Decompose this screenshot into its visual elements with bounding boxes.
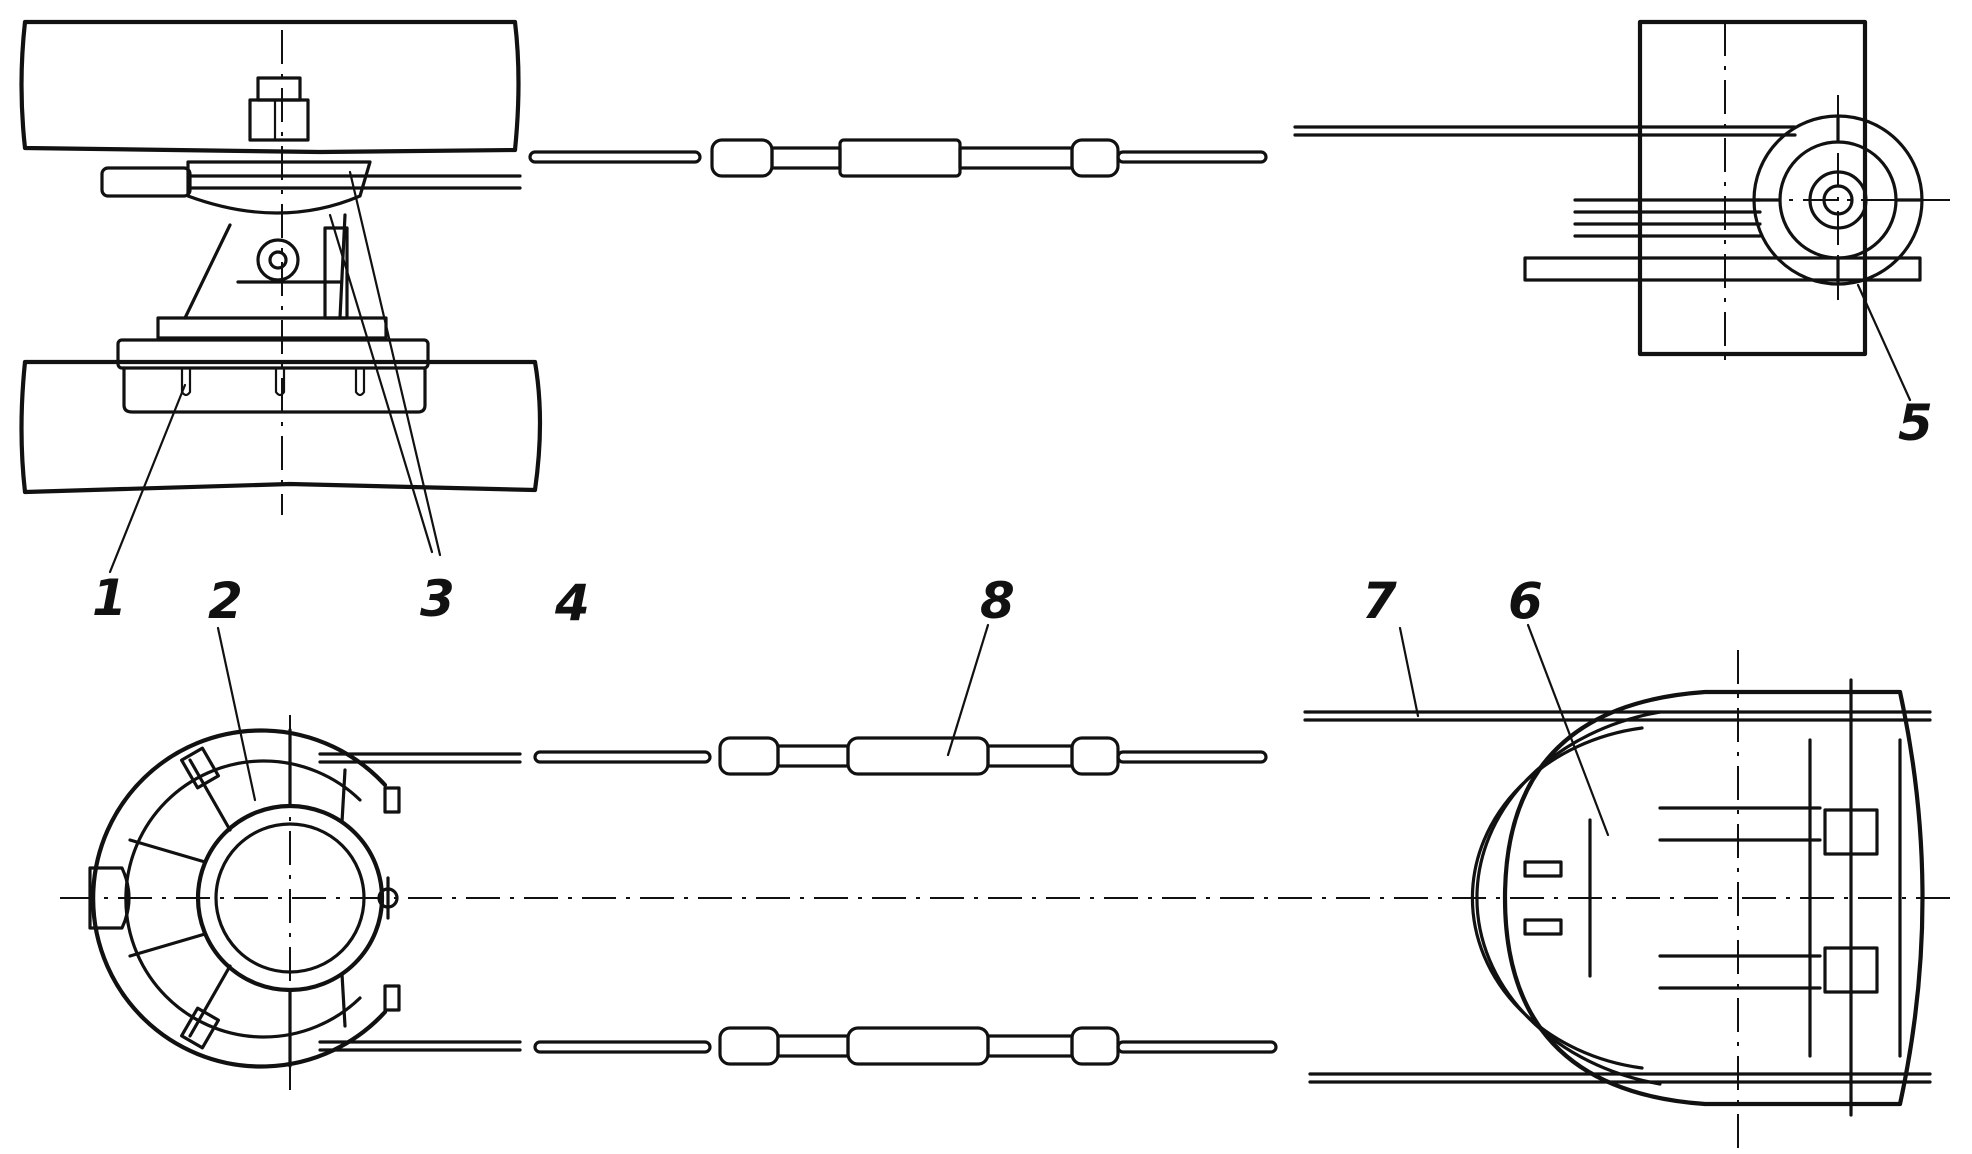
band-lug-1 [1523, 860, 1563, 878]
bottom-right-plan-view [1303, 623, 1932, 1150]
leader-2 [216, 626, 257, 802]
rib-6 [128, 932, 207, 958]
pivot-hub [268, 250, 288, 270]
bottom-turnbuckle-lower [533, 1026, 1278, 1066]
top-nut-body [248, 98, 310, 142]
thread-right [986, 744, 1074, 768]
leader-3 [328, 213, 434, 554]
rod-left [528, 150, 702, 164]
rod-right [1116, 150, 1268, 164]
clamp-fingers [122, 366, 427, 414]
thread-left [776, 1034, 850, 1058]
bottom-turnbuckle-upper [533, 623, 1268, 776]
label-2: 2 [208, 572, 243, 630]
top-left-side-view [19, 19, 543, 574]
turnbuckle-body [846, 1026, 990, 1066]
sleeve-right [1070, 1026, 1120, 1066]
thread-right [986, 1034, 1074, 1058]
band-lug-2 [1523, 918, 1563, 936]
turnbuckle-body [838, 138, 962, 178]
lower-beam [19, 359, 543, 495]
leader-7 [1398, 626, 1420, 718]
deck-plate [1523, 256, 1922, 282]
sleeve-right [1070, 736, 1120, 776]
label-5: 5 [1898, 394, 1933, 452]
leader-5 [1856, 283, 1912, 402]
rod-left [533, 1040, 712, 1054]
base-plate [156, 316, 388, 340]
leader-1 [108, 383, 187, 574]
leader-6 [1526, 623, 1610, 837]
label-4: 4 [554, 574, 590, 632]
band-inner [1470, 726, 1644, 1070]
label-1: 1 [92, 569, 127, 627]
clip-top [383, 786, 401, 814]
thread-right [958, 146, 1074, 170]
label-3: 3 [420, 570, 455, 628]
tab-bottom-left [180, 1006, 220, 1050]
clamp-slot-2 [274, 366, 286, 397]
pivot-roller [256, 238, 300, 282]
label-6: 6 [1508, 572, 1543, 630]
upper-beam [19, 19, 521, 155]
clip-bottom [383, 984, 401, 1012]
leader-8 [946, 623, 990, 757]
rod-right [1116, 750, 1268, 764]
sleeve-right [1070, 138, 1120, 178]
swivel-plate [186, 160, 372, 215]
rib-8 [340, 972, 347, 1028]
gusset-right [338, 213, 347, 320]
rib-3 [188, 758, 232, 832]
bottom-left-plan-view [88, 626, 522, 1090]
sleeve-left [710, 138, 774, 178]
rib-5 [128, 838, 207, 864]
thread-left [770, 146, 842, 170]
thread-left [776, 744, 850, 768]
clamp-slot-3 [354, 366, 366, 397]
label-8: 8 [980, 572, 1015, 630]
column-shell [1502, 689, 1925, 1107]
top-right-view [1293, 19, 1950, 402]
rod-right [1116, 1040, 1278, 1054]
clamp-top [116, 338, 430, 370]
top-turnbuckle [528, 138, 1268, 178]
rod-left [533, 750, 712, 764]
lug-left [88, 866, 131, 930]
leader-4 [348, 170, 442, 557]
tab-top-left [180, 746, 220, 790]
sleeve-left [718, 1026, 780, 1066]
top-nut [256, 76, 302, 102]
label-7: 7 [1362, 572, 1397, 630]
gusset-left [183, 223, 232, 320]
left-bar-end [100, 166, 192, 198]
rib-7 [340, 768, 347, 824]
rib-4 [188, 964, 232, 1038]
turnbuckle-body [846, 736, 990, 776]
sleeve-left [718, 736, 780, 776]
